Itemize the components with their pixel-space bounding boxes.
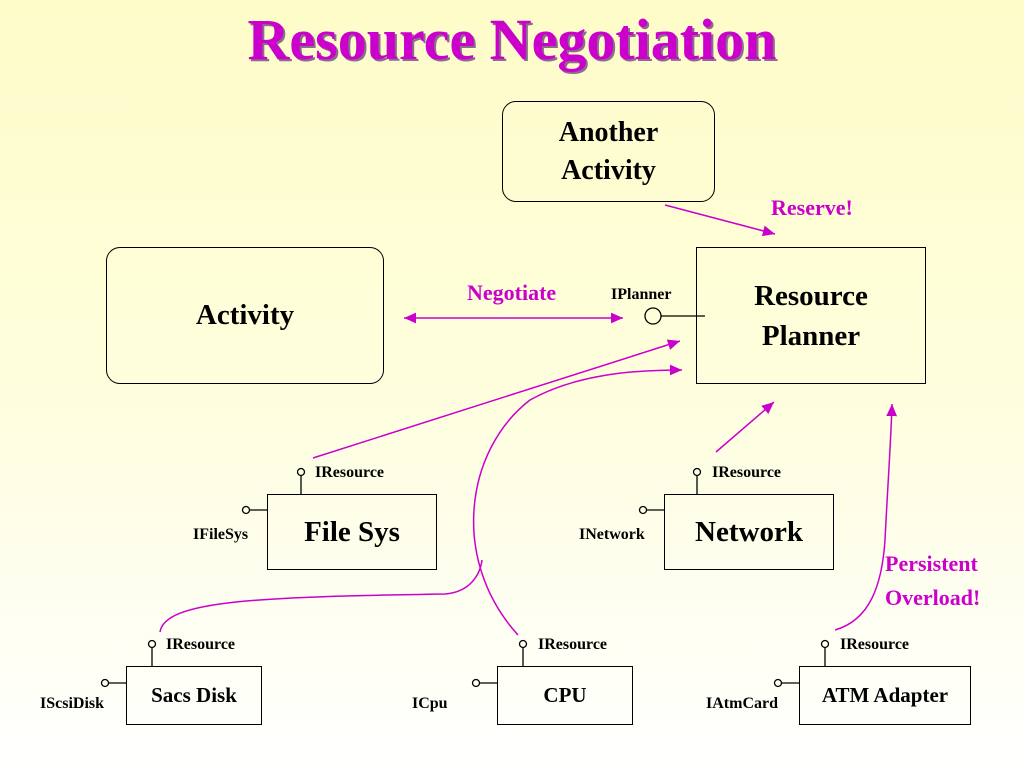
resource-planner-label: Resource Planner: [754, 279, 868, 352]
sacsdisk-to-planner-arrow: [159, 559, 483, 633]
iresource-sacsdisk-label: IResource: [166, 636, 236, 653]
filesys-to-planner-arrow: [312, 339, 681, 459]
resource-planner-box: Resource Planner: [696, 247, 926, 384]
ifilesys-lollipop: [241, 505, 251, 515]
ifilesys-label: IFileSys: [193, 526, 249, 543]
inetwork-lollipop: [638, 505, 648, 515]
cpu-to-planner-arrow: [472, 364, 683, 636]
activity-box: Activity: [106, 247, 384, 384]
iresource-atm-label: IResource: [840, 636, 910, 653]
iresource-atm-lollipop: [820, 639, 830, 649]
cpu-label: CPU: [543, 683, 587, 707]
activity-label: Activity: [195, 299, 295, 331]
iatmcard-label: IAtmCard: [706, 695, 778, 712]
iplanner-lollipop: [644, 307, 662, 325]
cpu-box: CPU: [497, 666, 633, 725]
iscsidisk-label: IScsiDisk: [40, 695, 105, 712]
iresource-network-label: IResource: [712, 464, 782, 481]
iplanner-label: IPlanner: [611, 286, 672, 303]
icpu-lollipop: [471, 678, 481, 688]
persistent-overload-annotation-line1: Persistent: [885, 551, 978, 576]
network-to-planner-arrow: [715, 401, 775, 453]
another-activity-box: Another Activity: [502, 101, 715, 202]
icpu-label: ICpu: [412, 695, 448, 712]
iresource-cpu-label: IResource: [538, 636, 608, 653]
iresource-cpu-lollipop: [518, 639, 528, 649]
persistent-overload-annotation-line2: Overload!: [885, 585, 981, 610]
atm-to-planner-arrow: [834, 403, 898, 631]
iresource-filesys-label: IResource: [315, 464, 385, 481]
iresource-sacsdisk-lollipop: [147, 639, 157, 649]
atm-adapter-label: ATM Adapter: [821, 683, 949, 707]
iscsidisk-lollipop: [100, 678, 110, 688]
inetwork-label: INetwork: [579, 526, 645, 543]
reserve-annotation: Reserve!: [771, 195, 853, 220]
iatmcard-lollipop: [773, 678, 783, 688]
another-activity-label: Another Activity: [558, 116, 659, 186]
file-sys-box: File Sys: [267, 494, 437, 570]
network-box: Network: [664, 494, 834, 570]
iresource-filesys-lollipop: [296, 467, 306, 477]
reserve-arrow: [664, 204, 776, 237]
file-sys-label: File Sys: [304, 515, 400, 548]
iresource-network-lollipop: [692, 467, 702, 477]
network-label: Network: [695, 515, 803, 548]
slide-title: Resource Negotiation: [247, 7, 777, 72]
negotiate-annotation: Negotiate: [467, 280, 557, 305]
sacs-disk-label: Sacs Disk: [151, 683, 237, 707]
sacs-disk-box: Sacs Disk: [126, 666, 262, 725]
atm-adapter-box: ATM Adapter: [799, 666, 971, 725]
